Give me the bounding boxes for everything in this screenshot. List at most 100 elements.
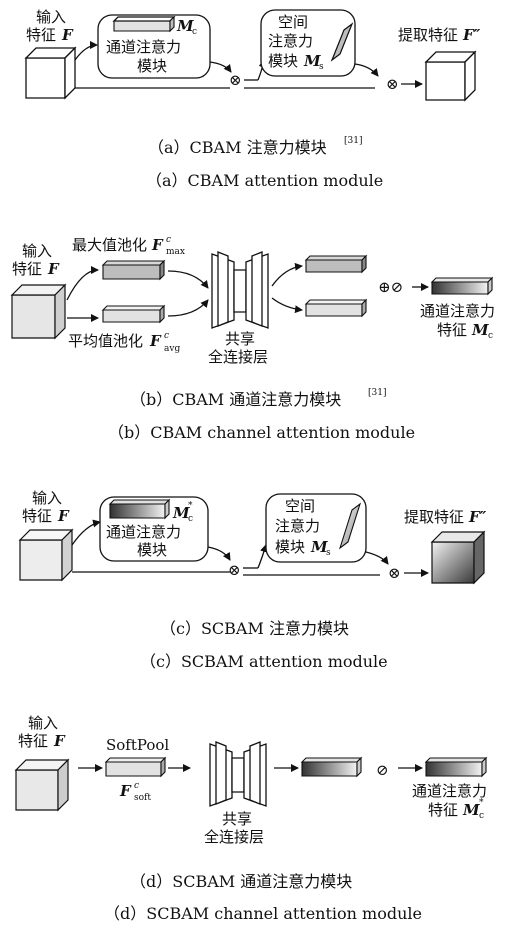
- b-fc-label-1: 共享: [225, 330, 255, 348]
- b-input-symbol: F: [47, 260, 60, 278]
- a-arrow-to-channel: [74, 41, 98, 61]
- b-output-sub: c: [488, 331, 493, 341]
- a-ms-sub: s: [319, 62, 324, 72]
- d-output-slab: [424, 756, 488, 778]
- c-mc-symbol: M: [172, 504, 190, 522]
- b-avgpool-sup: c: [164, 331, 169, 341]
- a-mult-2: ⊗: [386, 75, 399, 93]
- d-soft-sub: soft: [134, 793, 151, 803]
- d-operator-symbol: ⊘: [376, 761, 389, 779]
- b-maxpool-symbol: F: [151, 236, 164, 254]
- b-avg-slab: [101, 304, 166, 324]
- c-output-label: 提取特征: [404, 508, 464, 526]
- a-input-cube: [24, 46, 77, 100]
- b-avgpool-symbol: F: [149, 332, 162, 350]
- c-spatial-label-1: 空间: [285, 497, 315, 515]
- a-ms-symbol: M: [303, 52, 321, 70]
- b-fc-label-2: 全连接层: [208, 348, 268, 366]
- c-input-label-1: 输入: [32, 489, 62, 507]
- c-caption-en: （c）SCBAM attention module: [140, 652, 388, 671]
- a-caption-ref: [31]: [344, 136, 362, 146]
- b-input-label-1: 输入: [22, 242, 52, 260]
- b-operator-symbols: ⊕⊘: [378, 278, 403, 296]
- a-caption-en: （a）CBAM attention module: [146, 171, 383, 190]
- c-channel-label-2: 模块: [137, 541, 167, 559]
- d-output-label-2: 特征: [428, 801, 458, 819]
- d-output-label-1: 通道注意力: [412, 782, 487, 800]
- d-caption-en: （d）SCBAM channel attention module: [104, 904, 422, 923]
- c-mc-slab: [108, 498, 171, 520]
- a-mc-sub: c: [192, 27, 197, 37]
- b-arrow-max-to-fc: [167, 270, 209, 289]
- a-spatial-label-3: 模块: [268, 52, 298, 70]
- a-arrow-to-mult1: [209, 61, 232, 73]
- c-output-cube: [430, 530, 486, 585]
- d-input-label-2: 特征: [18, 732, 48, 750]
- c-arrow-to-mult1: [207, 546, 231, 561]
- a-input-label-1: 输入: [36, 8, 66, 26]
- b-arrow-avg-to-fc: [167, 299, 209, 317]
- c-input-cube: [18, 528, 74, 582]
- b-fc-out-bottom-slab: [304, 298, 368, 318]
- a-arrow-to-mult2: [354, 63, 379, 77]
- d-input-symbol: F: [53, 732, 66, 750]
- panel-d: 输入 特征 F SoftPool F c soft 共享 全连接层: [14, 714, 488, 923]
- b-caption-cn: （b）CBAM 通道注意力模块: [130, 390, 341, 409]
- c-spatial-label-2: 注意力: [275, 517, 320, 535]
- b-arrow-fc-to-bottom: [271, 297, 303, 314]
- a-mc-slab: [112, 15, 176, 33]
- a-caption-cn: （a）CBAM 注意力模块: [148, 138, 327, 157]
- b-output-label-1: 通道注意力: [420, 302, 495, 320]
- a-input-symbol: F: [61, 26, 74, 44]
- c-arrow-to-channel: [71, 519, 101, 546]
- b-input-label-2: 特征: [12, 260, 42, 278]
- c-mc-sup: *: [188, 501, 193, 511]
- c-arrow-to-mult2: [365, 551, 389, 565]
- b-caption-ref: [31]: [368, 388, 386, 398]
- a-channel-label-2: 模块: [137, 57, 167, 75]
- b-arrow-to-max: [66, 266, 99, 301]
- d-output-sub: c: [479, 811, 484, 821]
- b-arrow-fc-to-top: [271, 262, 303, 287]
- c-ms-sub: s: [326, 548, 331, 558]
- c-output-symbol: F″: [468, 508, 487, 526]
- a-channel-label-1: 通道注意力: [106, 38, 181, 56]
- c-mult-1: ⊗: [228, 561, 241, 579]
- a-output-symbol: F″: [462, 26, 481, 44]
- panel-c: 输入 特征 F M * c 通道注意力 模块 ⊗ 空间 注意力 模块 M s: [18, 489, 487, 671]
- b-maxpool-sup: c: [166, 235, 171, 245]
- c-mult-2: ⊗: [388, 564, 401, 582]
- a-input-label-2: 特征: [26, 26, 56, 44]
- d-soft-slab: [104, 756, 167, 778]
- b-output-symbol: M: [471, 321, 489, 339]
- c-channel-label-1: 通道注意力: [106, 523, 181, 541]
- d-input-cube: [14, 758, 70, 812]
- d-shared-fc-layer: [209, 741, 267, 807]
- d-fc-out-slab: [300, 756, 363, 778]
- c-input-symbol: F: [57, 507, 70, 525]
- c-caption-cn: （c）SCBAM 注意力模块: [160, 619, 349, 638]
- d-fc-label-2: 全连接层: [204, 828, 264, 846]
- d-softpool-label: SoftPool: [106, 736, 169, 754]
- d-output-sup: *: [479, 798, 484, 808]
- d-soft-symbol: F: [119, 782, 132, 800]
- b-avgpool-label: 平均值池化: [68, 332, 143, 350]
- b-fc-out-top-slab: [304, 254, 368, 274]
- b-maxpool-label: 最大值池化: [72, 236, 147, 254]
- a-mc-symbol: M: [176, 17, 194, 35]
- d-input-label-1: 输入: [28, 714, 58, 732]
- panel-b: 输入 特征 F 最大值池化 F c max 平均值池化 F c avg: [10, 235, 495, 442]
- c-ms-slab: [338, 502, 362, 550]
- a-spatial-label-2: 注意力: [268, 32, 313, 50]
- b-shared-fc-layer: [211, 251, 269, 329]
- a-spatial-attention-box: [260, 9, 356, 77]
- a-mult-1: ⊗: [229, 71, 242, 89]
- b-maxpool-sub: max: [166, 247, 185, 257]
- c-input-label-2: 特征: [22, 507, 52, 525]
- a-output-cube: [424, 50, 477, 102]
- c-arrow-to-spatial: [257, 544, 268, 569]
- b-output-slab: [430, 276, 494, 296]
- b-max-slab: [101, 259, 166, 281]
- d-caption-cn: （d）SCBAM 通道注意力模块: [130, 872, 352, 891]
